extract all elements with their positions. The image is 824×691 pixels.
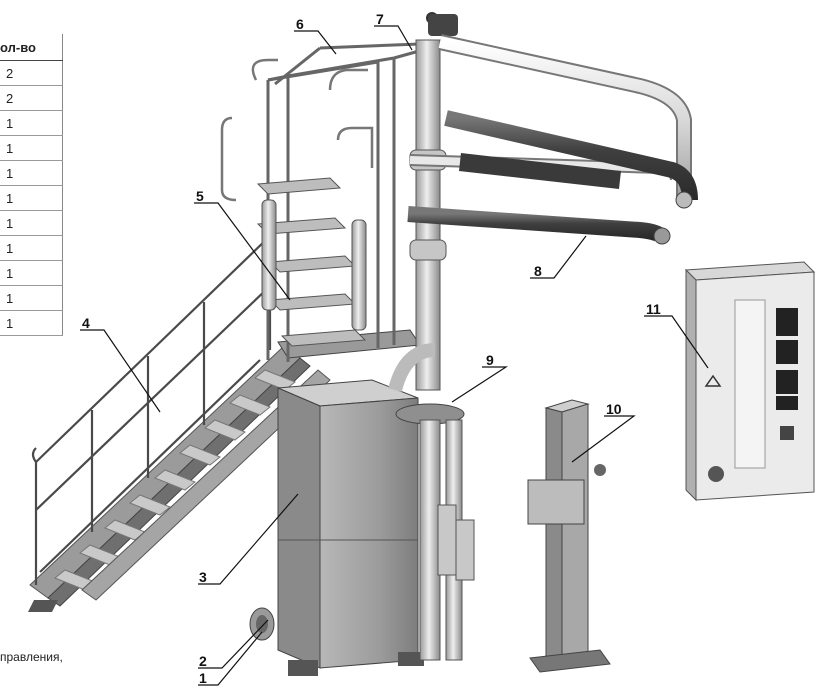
base-cabinet: [277, 379, 424, 676]
callout-10: 10: [606, 401, 622, 417]
table-header-row: ол-во: [0, 34, 63, 61]
callout-9: 9: [486, 352, 494, 368]
table-cell: 1: [0, 210, 63, 236]
table-cell: 1: [0, 285, 63, 311]
table-row: 1: [0, 310, 63, 336]
callout-6: 6: [296, 16, 304, 32]
callout-2: 2: [199, 653, 207, 669]
table-row: 1: [0, 235, 63, 261]
table-cell: 1: [0, 135, 63, 161]
leader-lines: [80, 25, 709, 686]
table-row: 1: [0, 260, 63, 286]
callout-4: 4: [82, 315, 90, 331]
table-row: 1: [0, 285, 63, 311]
callout-5: 5: [196, 188, 204, 204]
table-row: 1: [0, 135, 63, 161]
table-row: 1: [0, 210, 63, 236]
electrical-cabinet: [684, 261, 816, 502]
table-cell: 1: [0, 260, 63, 286]
staircase: [28, 235, 331, 612]
table-cell: 1: [0, 110, 63, 136]
callout-11: 11: [646, 301, 661, 317]
callout-numbers: 1 2 3 4 5 6 7 8 9 10 11: [82, 11, 661, 686]
callout-3: 3: [199, 569, 207, 585]
callout-7: 7: [376, 11, 384, 27]
platform-cage: [220, 42, 431, 362]
riser-column: [388, 12, 475, 661]
quantity-table: ол-во 2 2 1 1 1 1 1 1 1 1 1: [0, 34, 63, 336]
callout-8: 8: [534, 263, 542, 279]
loading-arm: [407, 34, 698, 245]
callout-1: 1: [199, 670, 207, 686]
table-row: 1: [0, 160, 63, 186]
table-row: 1: [0, 110, 63, 136]
table-cell: 1: [0, 310, 63, 336]
table-cell: 2: [0, 60, 63, 86]
table-cell: 1: [0, 235, 63, 261]
footnote-text: правления,: [0, 650, 63, 664]
table-cell: 2: [0, 85, 63, 111]
table-row: 2: [0, 85, 63, 111]
table-row: 2: [0, 60, 63, 86]
table-row: 1: [0, 185, 63, 211]
control-pedestal: [527, 399, 611, 673]
table-cell: 1: [0, 160, 63, 186]
table-cell: 1: [0, 185, 63, 211]
table-header-qty: ол-во: [0, 34, 63, 61]
